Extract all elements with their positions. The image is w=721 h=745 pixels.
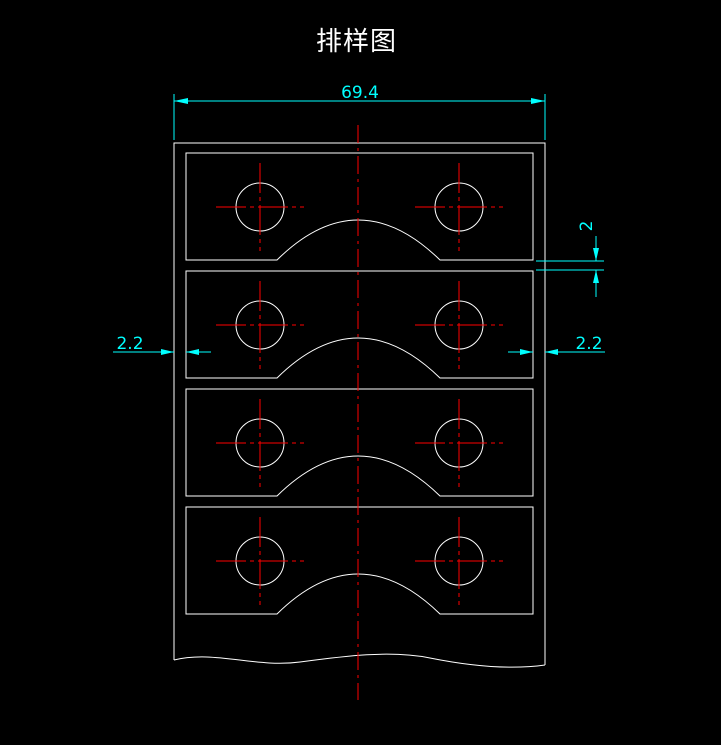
width-arrow-left — [174, 98, 188, 104]
strip-border — [173, 142, 546, 665]
width-arrow-right — [531, 98, 545, 104]
right-margin-text: 2.2 — [575, 334, 602, 354]
width-dimension: 69.4 — [173, 83, 546, 140]
gap-dimension: 2 — [536, 221, 604, 297]
left-margin-dimension: 2.2 — [113, 334, 211, 355]
right-margin-arrow-inner — [520, 349, 533, 355]
left-margin-arrow-outer — [161, 349, 174, 355]
gap-dimension-text: 2 — [577, 221, 597, 232]
left-margin-arrow-inner — [186, 349, 199, 355]
part-outline — [185, 388, 534, 497]
width-dimension-text: 69.4 — [341, 83, 379, 103]
gap-arrow-top — [593, 248, 599, 261]
left-margin-text: 2.2 — [116, 334, 143, 354]
strip-outline — [173, 142, 546, 668]
right-margin-arrow-outer — [545, 349, 558, 355]
part-outline — [185, 152, 534, 261]
strip-break-line — [173, 653, 546, 668]
part-outline — [185, 506, 534, 615]
gap-arrow-bottom — [593, 270, 599, 283]
part-outline — [185, 270, 534, 379]
drawing-title: 排样图 — [315, 27, 397, 57]
parts-group — [185, 152, 534, 615]
right-margin-dimension: 2.2 — [508, 334, 605, 355]
